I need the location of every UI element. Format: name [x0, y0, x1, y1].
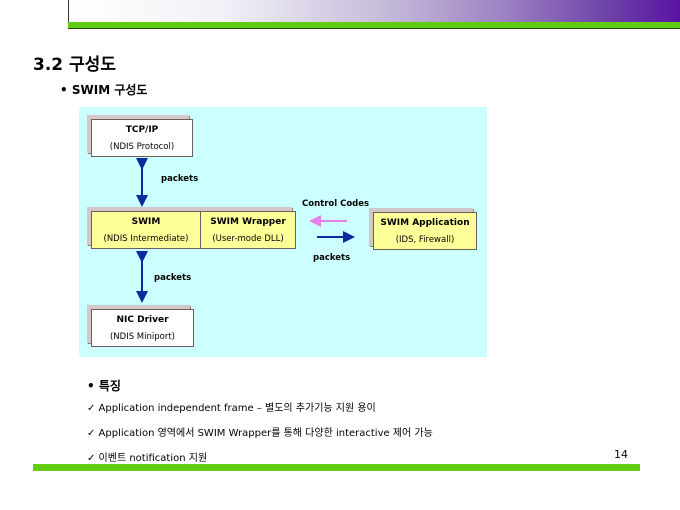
feature-item: ✓ Application independent frame – 별도의 추가…: [87, 403, 376, 414]
swim-name: SWIM: [131, 217, 161, 227]
architecture-diagram: TCP/IP (NDIS Protocol) packets SWIM (NDI…: [79, 107, 487, 357]
swim-box: SWIM (NDIS Intermediate) SWIM Wrapper (U…: [91, 211, 296, 249]
swim-desc: (NDIS Intermediate): [103, 234, 189, 244]
tcpip-box: TCP/IP (NDIS Protocol): [91, 119, 193, 157]
features-title: • 특징: [87, 379, 121, 393]
nic-desc: (NDIS Miniport): [109, 332, 175, 342]
feature-item: ✓ Application 영역에서 SWIM Wrapper를 통해 다양한 …: [87, 428, 433, 439]
feature-item: ✓ 이벤트 notification 지원: [87, 453, 208, 464]
wrapper-name: SWIM Wrapper: [210, 217, 286, 227]
app-desc: (IDS, Firewall): [395, 235, 455, 245]
wrapper-desc: (User-mode DLL): [212, 234, 284, 244]
packets-label-top: packets: [161, 174, 199, 184]
nic-name: NIC Driver: [116, 315, 169, 325]
page-number: 14: [614, 448, 628, 461]
control-codes-label: Control Codes: [302, 199, 370, 209]
packets-label-bottom: packets: [154, 273, 192, 283]
tcpip-name: TCP/IP: [125, 125, 159, 135]
features-section: • 특징 ✓ Application independent frame – 별…: [87, 377, 433, 474]
nic-driver-box: NIC Driver (NDIS Miniport): [91, 309, 194, 347]
tcpip-desc: (NDIS Protocol): [109, 142, 175, 152]
swim-cell: SWIM (NDIS Intermediate): [92, 212, 201, 248]
subtitle: • SWIM 구성도: [60, 83, 148, 97]
footer-accent-line: [33, 464, 640, 471]
app-name: SWIM Application: [380, 218, 470, 228]
wrapper-cell: SWIM Wrapper (User-mode DLL): [201, 212, 295, 248]
swim-application-box: SWIM Application (IDS, Firewall): [373, 212, 477, 250]
diagram-arrows: [136, 158, 355, 303]
header-accent-line: [68, 22, 680, 29]
section-title: 3.2 구성도: [33, 55, 116, 75]
header-gradient-bar: [68, 0, 680, 22]
packets-label-right: packets: [313, 253, 351, 263]
